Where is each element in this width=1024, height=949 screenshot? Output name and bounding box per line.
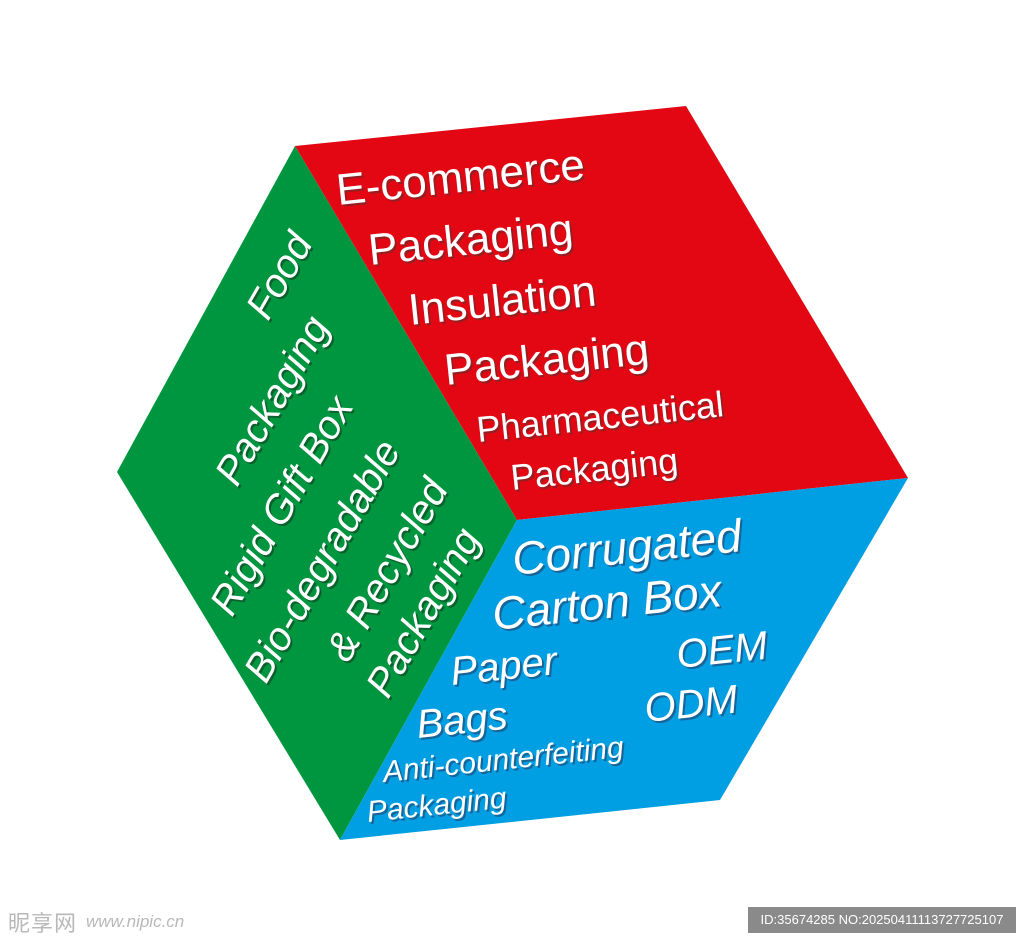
cube-top-face bbox=[295, 106, 908, 520]
top-face-text: E-commerce Packaging Insulation Packagin… bbox=[334, 140, 726, 498]
right-line-oem: OEM bbox=[674, 624, 770, 677]
watermark-site: www.nipic.cn bbox=[86, 912, 185, 931]
cube-left-face bbox=[117, 146, 517, 840]
right-line-bags: Bags bbox=[414, 694, 509, 747]
right-line-odm: ODM bbox=[642, 677, 740, 731]
watermark-logo: 昵享网 bbox=[8, 912, 78, 937]
watermark-id-badge: ID:35674285 NO:20250411113727725107 bbox=[748, 907, 1016, 933]
cube-right-face bbox=[340, 478, 908, 840]
